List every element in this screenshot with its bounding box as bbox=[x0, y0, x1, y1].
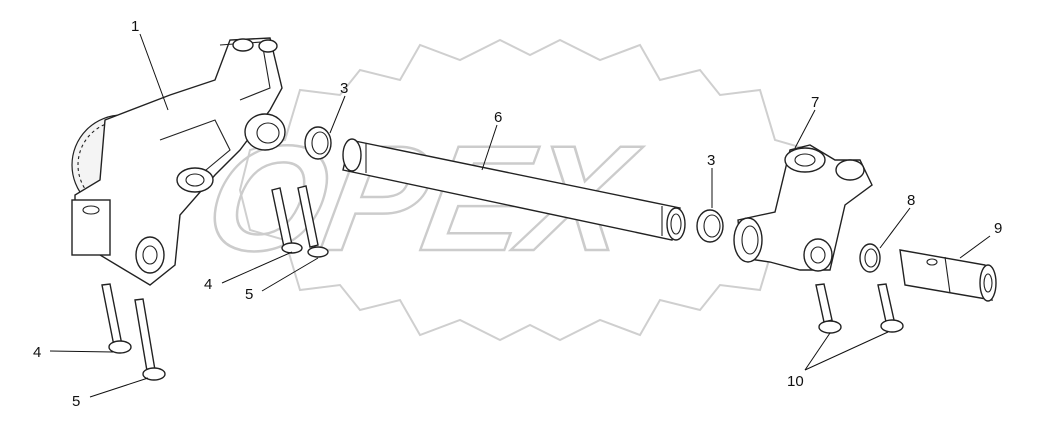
seal-ring-right bbox=[696, 209, 724, 243]
oil-pump-assembly bbox=[71, 37, 286, 286]
callout-part-6: 6 bbox=[494, 109, 502, 126]
callout-part-8: 8 bbox=[907, 192, 915, 209]
callout-labels: 1 3 6 7 3 8 9 4 5 4 5 10 bbox=[33, 18, 1002, 410]
callout-part-4-middle: 4 bbox=[204, 276, 212, 293]
leader-lines bbox=[49, 33, 991, 398]
seal-ring-left bbox=[304, 126, 332, 160]
callout-part-5-left: 5 bbox=[72, 393, 80, 410]
callout-part-10: 10 bbox=[787, 373, 804, 390]
callout-part-5-middle: 5 bbox=[245, 286, 253, 303]
callout-part-9: 9 bbox=[994, 220, 1002, 237]
washer bbox=[859, 243, 881, 273]
hex-adapter bbox=[899, 249, 997, 302]
callout-part-3-left: 3 bbox=[340, 80, 348, 97]
connecting-tube bbox=[342, 138, 686, 241]
callout-part-4-left: 4 bbox=[33, 344, 41, 361]
callout-part-3-right: 3 bbox=[707, 152, 715, 169]
callout-part-7: 7 bbox=[811, 94, 819, 111]
bolt-group-right bbox=[815, 283, 904, 334]
bolt-group-lower-left bbox=[101, 283, 166, 381]
pump-mount-lug bbox=[71, 199, 111, 256]
callout-part-1: 1 bbox=[131, 18, 139, 35]
suction-housing bbox=[733, 144, 873, 272]
bolt-group-middle bbox=[271, 185, 329, 258]
